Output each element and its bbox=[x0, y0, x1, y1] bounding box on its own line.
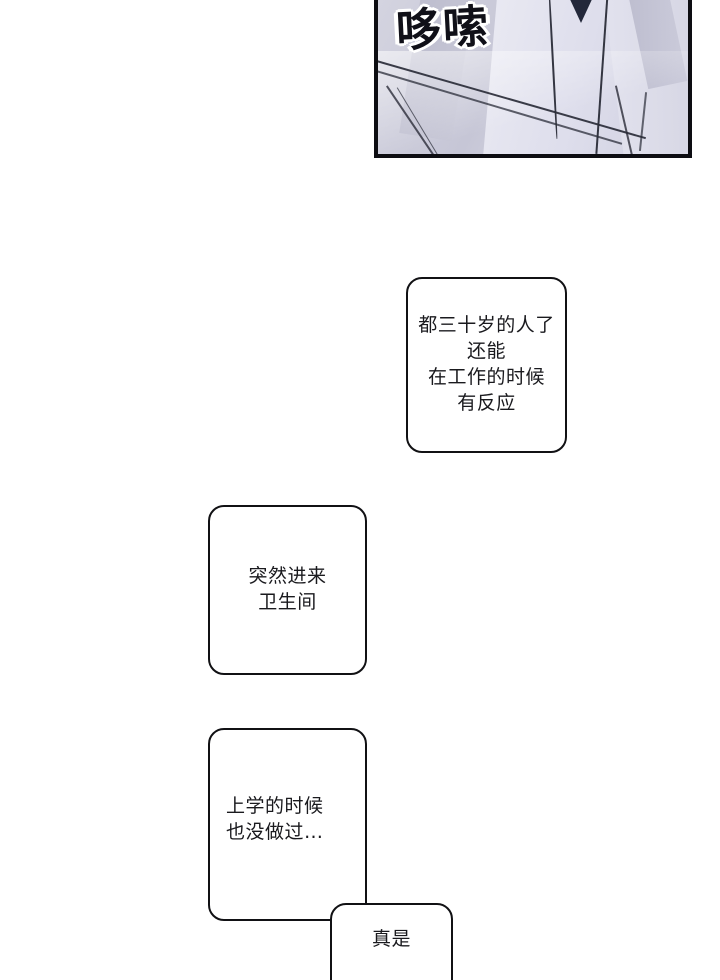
bubble-line: 也没做过… bbox=[226, 820, 324, 843]
bubble-line: 都三十岁的人了 bbox=[418, 314, 555, 337]
speech-bubble-4: 真是 bbox=[330, 903, 453, 980]
speech-bubble-2-text: 突然进来 卫生间 bbox=[210, 564, 365, 616]
comic-panel-top: 哆嗦 bbox=[374, 0, 692, 158]
bubble-line: 有反应 bbox=[457, 391, 516, 414]
collar-v-shape bbox=[554, 0, 607, 23]
speech-bubble-2: 突然进来 卫生间 bbox=[208, 505, 367, 675]
speech-bubble-4-text: 真是 bbox=[332, 905, 451, 953]
bubble-line: 还能 bbox=[466, 340, 506, 363]
bubble-line: 卫生间 bbox=[258, 591, 317, 613]
bubble-line: 突然进来 bbox=[248, 565, 327, 588]
sound-effect-text: 哆嗦 bbox=[394, 0, 492, 58]
speech-bubble-1-text: 都三十岁的人了 还能 在工作的时候 有反应 bbox=[408, 313, 565, 416]
bubble-line: 真是 bbox=[371, 928, 411, 950]
speech-bubble-3-text: 上学的时候 也没做过… bbox=[210, 730, 365, 846]
speech-bubble-1: 都三十岁的人了 还能 在工作的时候 有反应 bbox=[406, 277, 567, 453]
speech-bubble-3: 上学的时候 也没做过… bbox=[208, 728, 367, 921]
panel-artwork bbox=[378, 0, 688, 154]
bubble-line: 在工作的时候 bbox=[427, 366, 545, 388]
bubble-line: 上学的时候 bbox=[226, 795, 324, 817]
